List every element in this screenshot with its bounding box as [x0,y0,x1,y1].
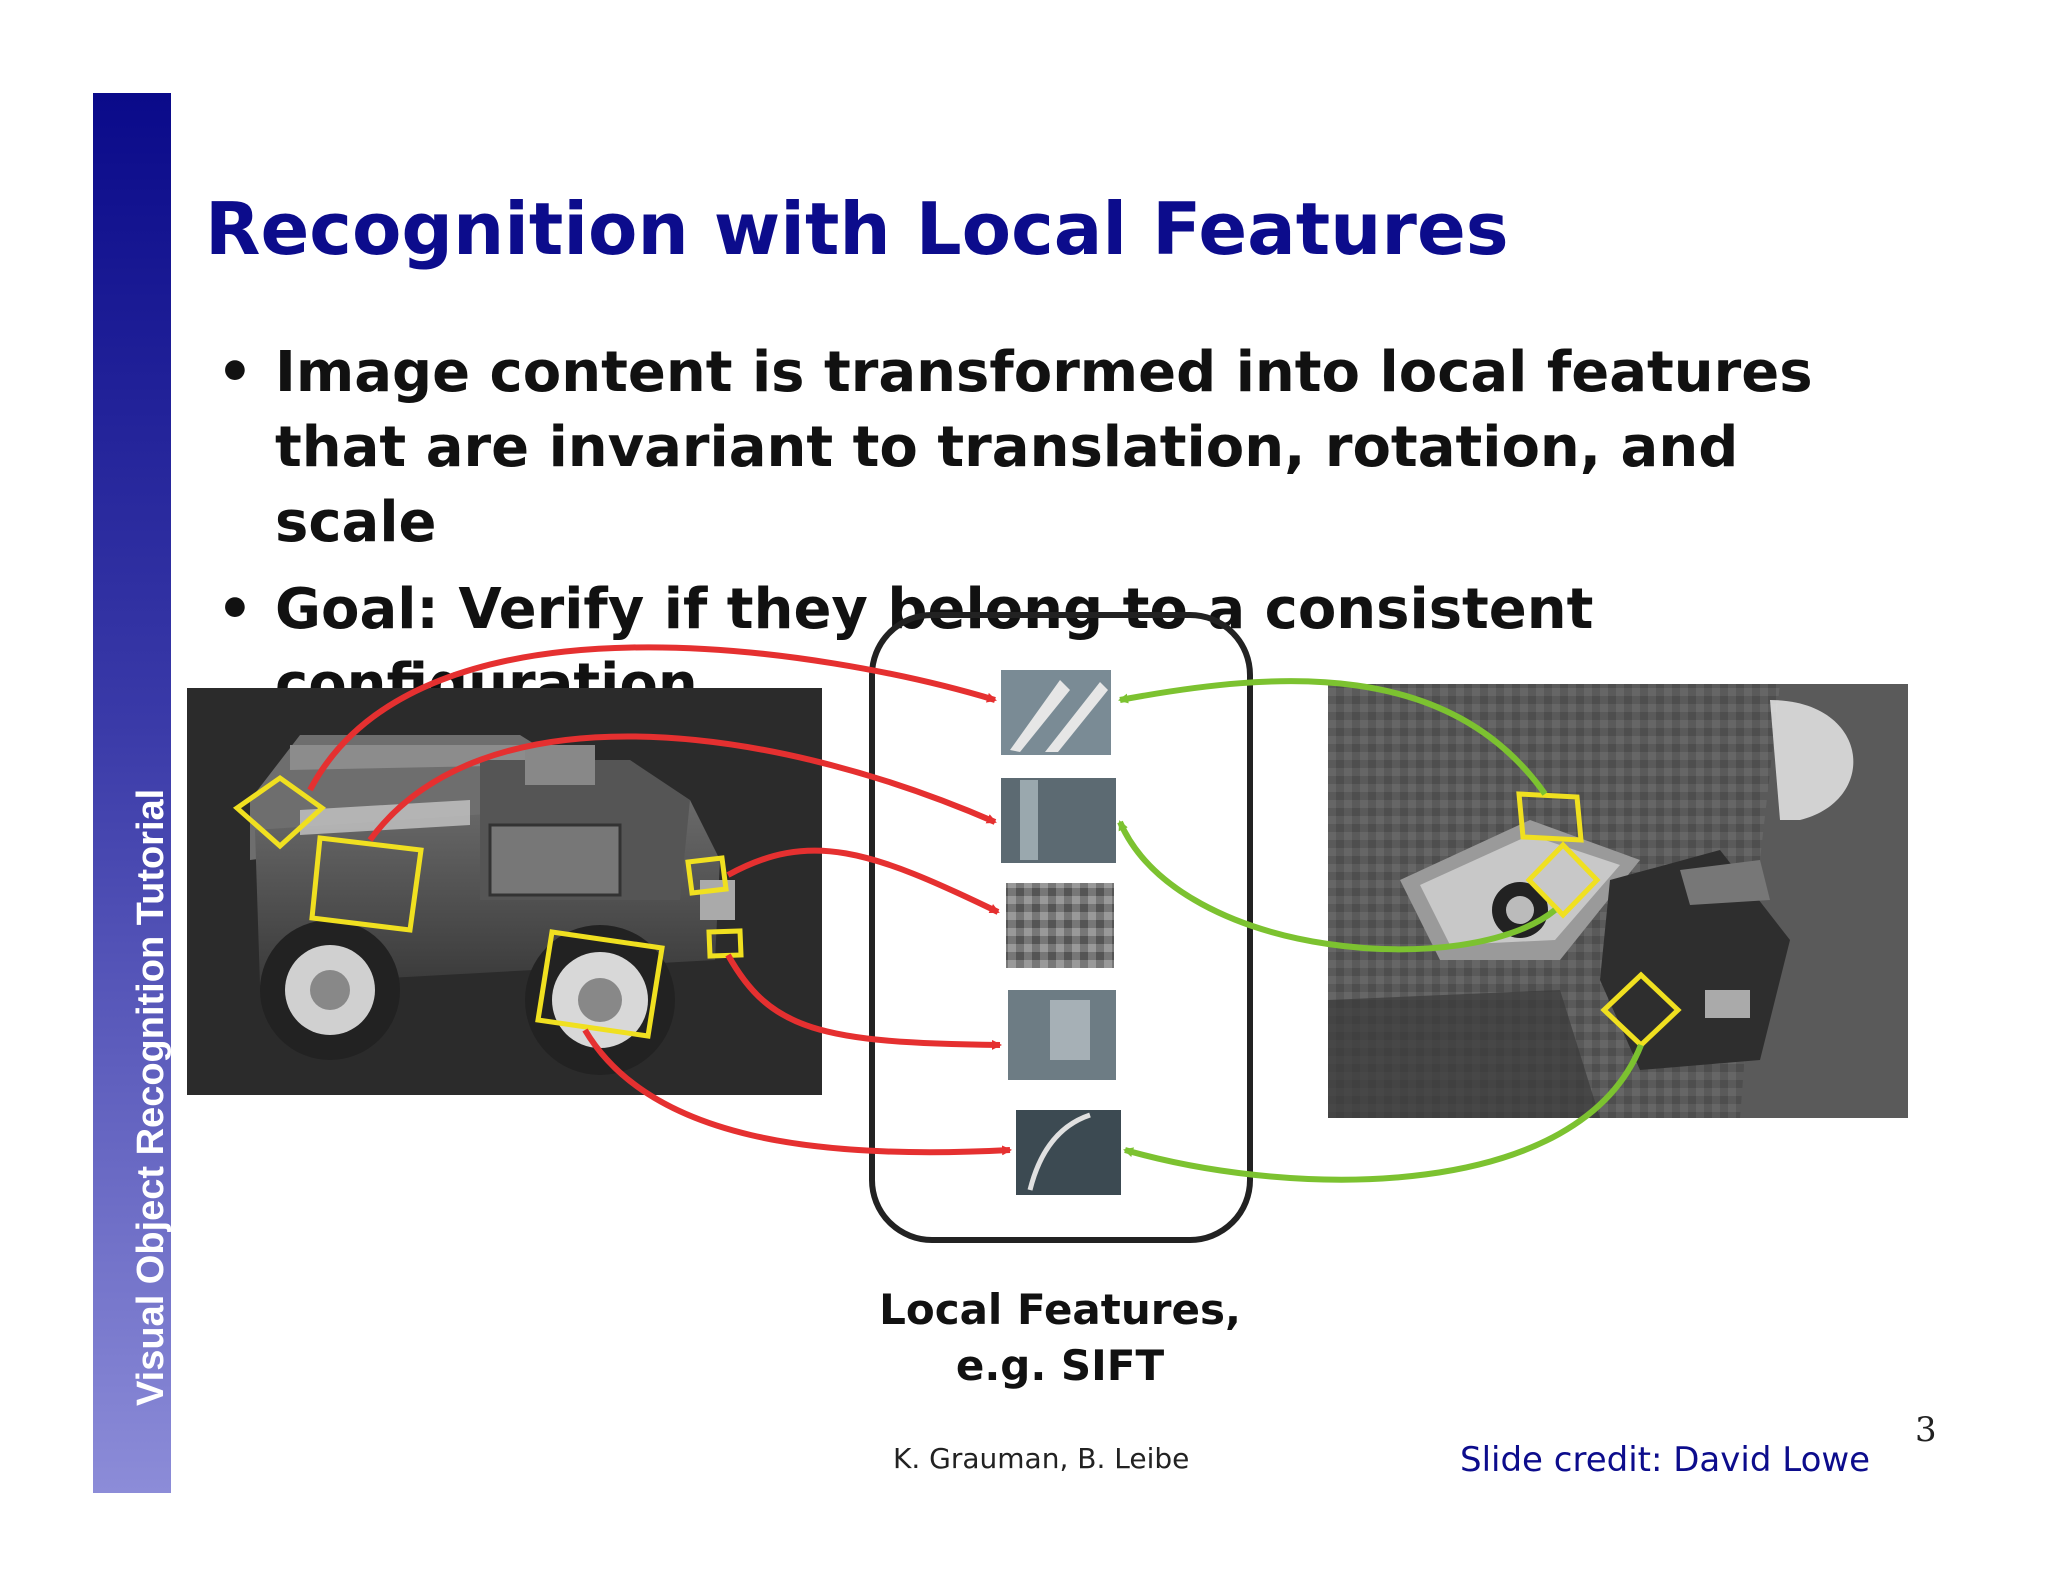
slide-credit: Slide credit: David Lowe [1460,1440,1870,1480]
footer-authors: K. Grauman, B. Leibe [893,1442,1189,1475]
page-number: 3 [1915,1410,1937,1450]
feature-patches [1001,670,1121,1195]
caption-line: Local Features, [870,1282,1250,1338]
figure-caption: Local Features, e.g. SIFT [870,1282,1250,1394]
right-scene-image [1328,684,1908,1118]
caption-line: e.g. SIFT [870,1338,1250,1394]
